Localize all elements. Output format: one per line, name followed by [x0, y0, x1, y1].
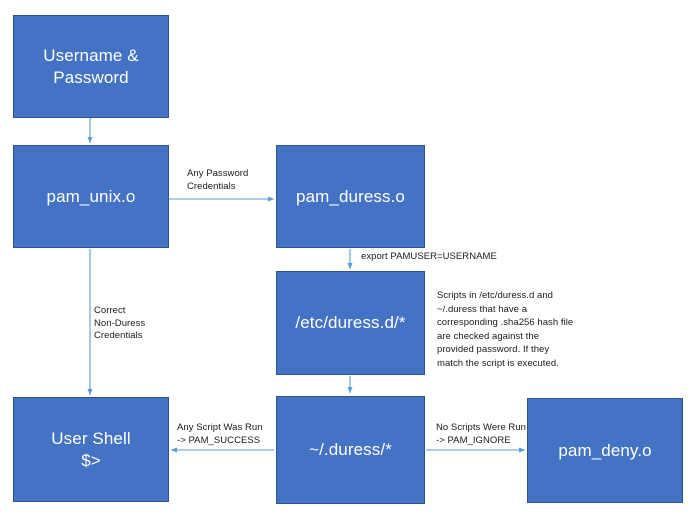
node-pam-unix[interactable]: pam_unix.o	[13, 145, 169, 248]
node-pam-unix-label: pam_unix.o	[46, 186, 136, 206]
note-duress-script-check: Scripts in /etc/duress.d and ~/.duress t…	[437, 290, 574, 369]
node-etc-duress-d[interactable]: /etc/duress.d/*	[276, 271, 425, 375]
node-pam-deny-label: pam_deny.o	[558, 440, 652, 460]
node-username-password-label: Username & Password	[43, 45, 139, 87]
edge-label-no-scripts-were-run: No Scripts Were Run -> PAM_IGNORE	[436, 422, 526, 446]
edge-label-any-password-credentials: Any Password Credentials	[187, 168, 249, 192]
node-etc-duress-d-label: /etc/duress.d/*	[295, 313, 406, 333]
node-pam-deny[interactable]: pam_deny.o	[527, 398, 683, 503]
node-pam-duress[interactable]: pam_duress.o	[276, 145, 425, 248]
node-username-password[interactable]: Username & Password	[13, 15, 169, 118]
node-pam-duress-label: pam_duress.o	[296, 186, 405, 206]
node-home-duress[interactable]: ~/.duress/*	[276, 396, 425, 504]
edge-label-export-pamuser: export PAMUSER=USERNAME	[361, 251, 497, 262]
node-home-duress-label: ~/.duress/*	[309, 440, 392, 460]
edge-label-any-script-was-run: Any Script Was Run -> PAM_SUCCESS	[177, 422, 263, 446]
node-user-shell[interactable]: User Shell $>	[13, 397, 169, 502]
edge-label-correct-non-duress: Correct Non-Duress Credentials	[94, 305, 146, 342]
node-user-shell-label: User Shell $>	[51, 428, 131, 470]
